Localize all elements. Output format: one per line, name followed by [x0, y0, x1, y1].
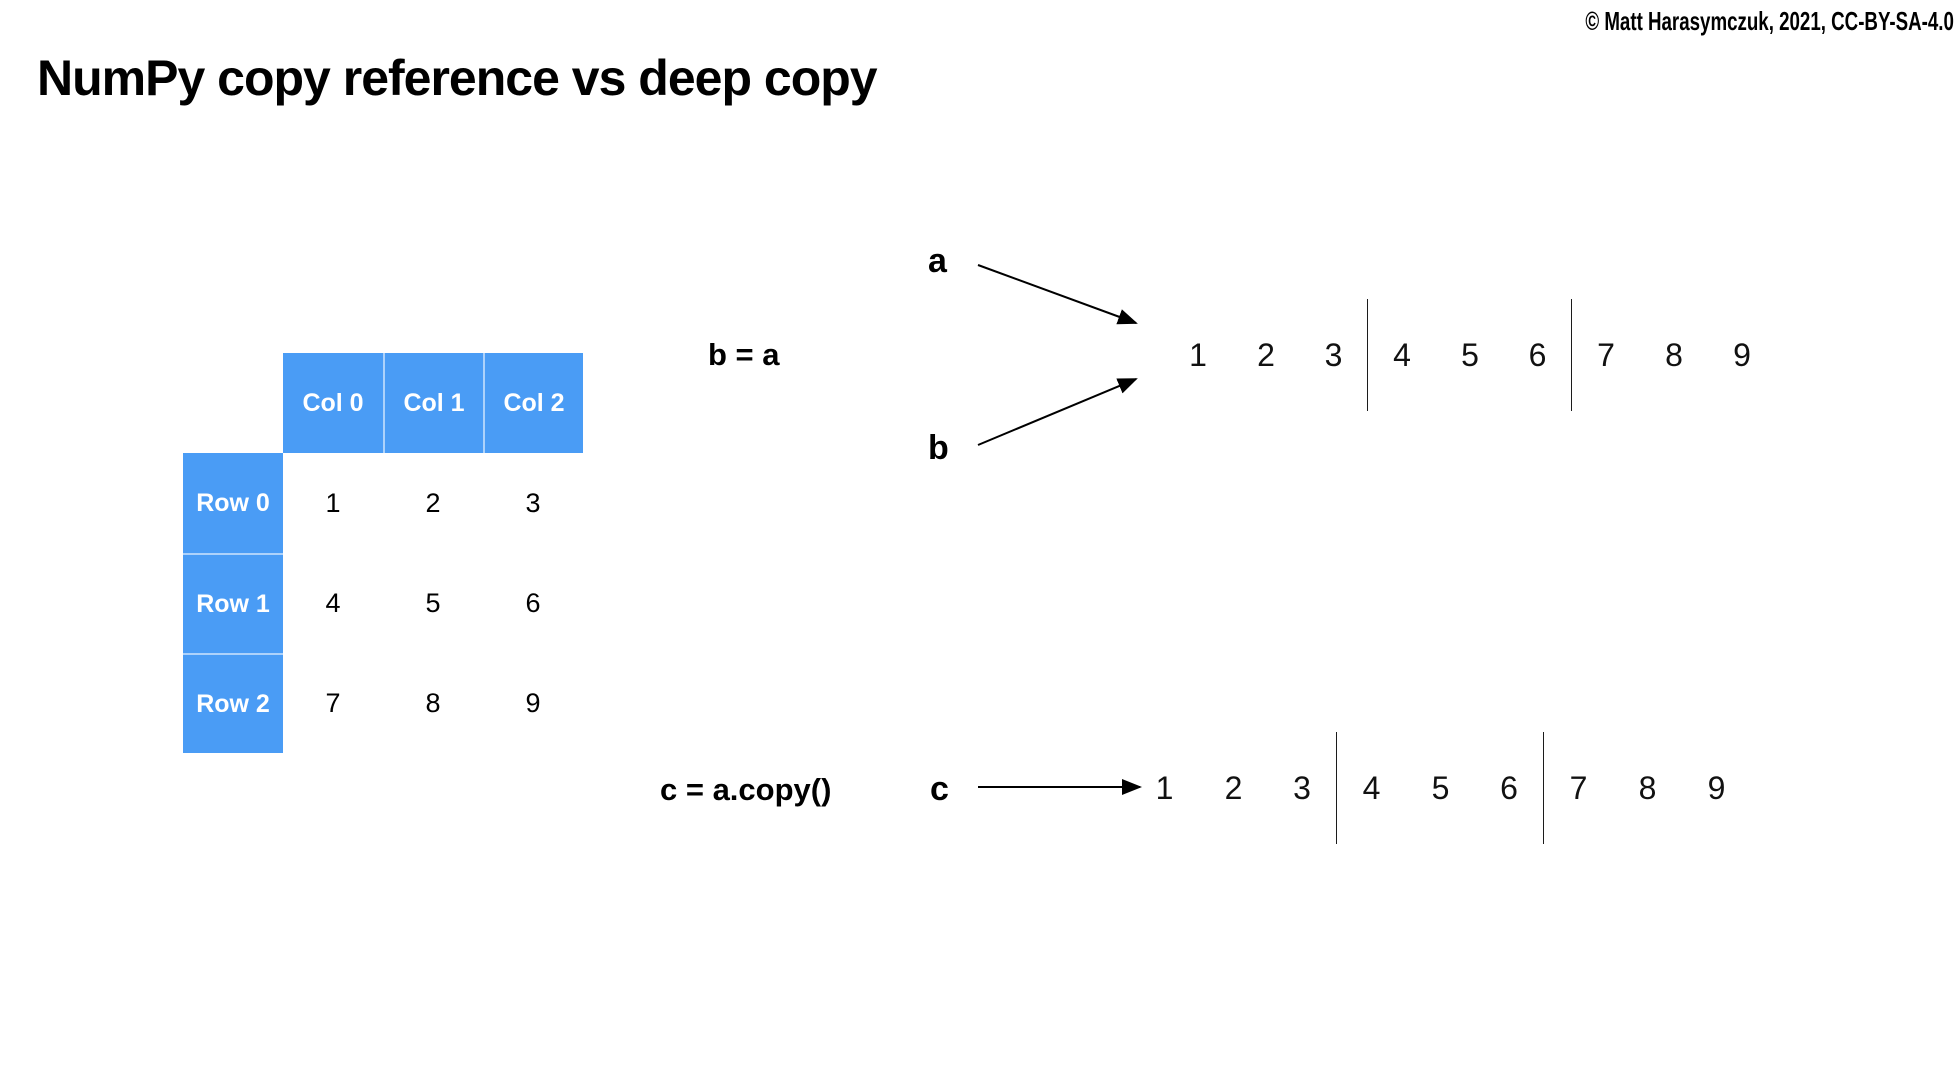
memory-cell: 8 [1638, 769, 1657, 806]
table-row-header-0: Row 0 [183, 453, 283, 553]
equation-reference: b = a [708, 337, 780, 372]
memory-cell: 6 [1504, 299, 1572, 411]
table-cell-1-1: 5 [425, 587, 441, 618]
memory-cell: 7 [1569, 769, 1588, 806]
table-row-header-2: Row 2 [183, 653, 283, 753]
array-table: Col 0 Col 1 Col 2 Row 0 1 2 3 Row 1 4 5 … [183, 353, 583, 753]
table-cell-2-0: 7 [325, 687, 341, 718]
memory-cell: 2 [1224, 769, 1243, 806]
memory-cell: 7 [1597, 336, 1615, 373]
memory-cell: 4 [1362, 769, 1381, 806]
table-col-header-2: Col 2 [483, 353, 583, 453]
table-cell-0-1: 2 [425, 487, 441, 518]
table-cell-0-0: 1 [325, 487, 341, 518]
arrow-a-to-shared-memory [977, 264, 1138, 325]
table-cell-1-2: 6 [525, 587, 541, 618]
page-title: NumPy copy reference vs deep copy [37, 50, 878, 106]
var-label-c: c [930, 769, 949, 808]
memory-cell: 2 [1257, 336, 1275, 373]
table-row-header-1: Row 1 [183, 553, 283, 653]
memory-cell: 3 [1268, 732, 1337, 844]
table-corner-cell [183, 353, 283, 453]
arrow-b-to-shared-memory [977, 378, 1138, 446]
var-label-b: b [928, 428, 949, 467]
memory-cell: 9 [1733, 336, 1751, 373]
equation-deep-copy: c = a.copy() [660, 772, 832, 807]
memory-row-shared: 1 2 3 4 5 6 7 8 9 [1164, 299, 1776, 411]
memory-cell: 9 [1707, 769, 1726, 806]
memory-row-copy: 1 2 3 4 5 6 7 8 9 [1130, 732, 1751, 844]
table-cell-2-1: 8 [425, 687, 441, 718]
table-cell-1-0: 4 [325, 587, 341, 618]
var-label-a: a [928, 241, 947, 280]
memory-cell: 6 [1475, 732, 1544, 844]
memory-cell: 5 [1431, 769, 1450, 806]
memory-cell: 1 [1189, 336, 1207, 373]
memory-cell: 5 [1461, 336, 1479, 373]
memory-cell: 1 [1155, 769, 1174, 806]
copyright-notice: © Matt Harasymczuk, 2021, CC-BY-SA-4.0 [1585, 6, 1954, 36]
table-col-header-0: Col 0 [283, 353, 383, 453]
table-col-header-1: Col 1 [383, 353, 483, 453]
table-cell-0-2: 3 [525, 487, 541, 518]
table-cell-2-2: 9 [525, 687, 541, 718]
memory-cell: 8 [1665, 336, 1683, 373]
memory-cell: 3 [1300, 299, 1368, 411]
memory-cell: 4 [1393, 336, 1411, 373]
